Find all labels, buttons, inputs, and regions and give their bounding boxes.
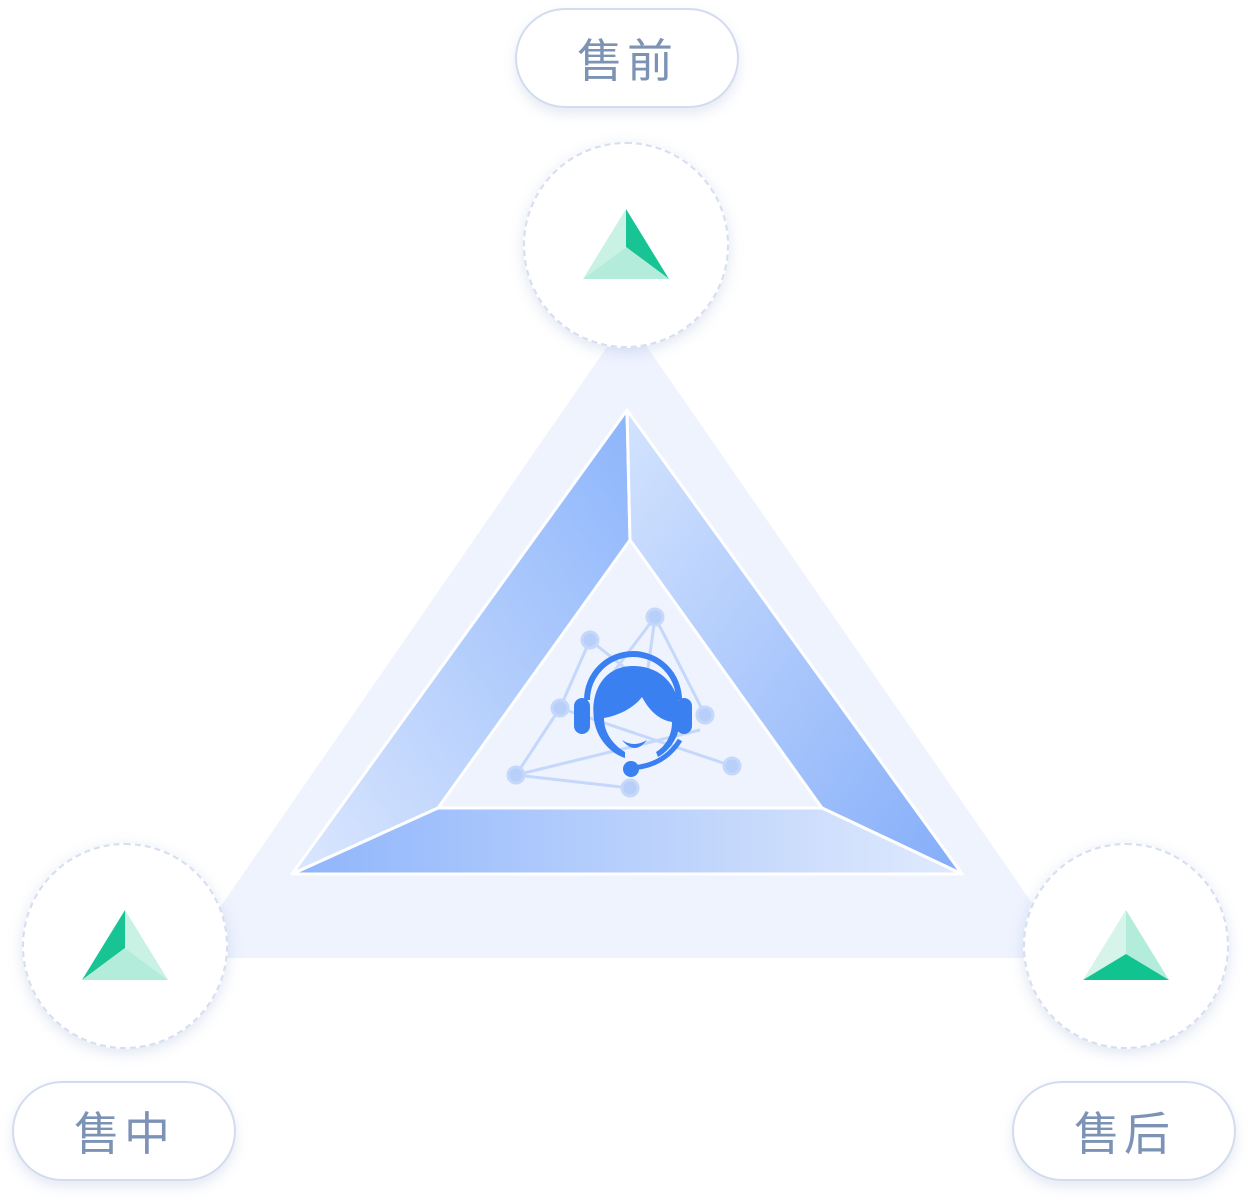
stage-label-text: 售中: [74, 1107, 174, 1161]
stage-node-in-sale: [22, 843, 228, 1049]
inner-bevel-triangle: [290, 408, 964, 876]
stage-node-pre-sale: [523, 142, 729, 348]
stage-node-after-sale: [1023, 843, 1229, 1049]
pyramid-icon: [583, 209, 669, 279]
pyramid-icon: [1083, 910, 1169, 980]
stage-label-text: 售前: [577, 34, 677, 88]
stage-label-text: 售后: [1074, 1107, 1174, 1161]
stage-label-after-sale: 售后: [1012, 1081, 1236, 1181]
stage-label-pre-sale: 售前: [515, 8, 739, 108]
stage-label-in-sale: 售中: [12, 1081, 236, 1181]
pyramid-icon: [82, 910, 168, 980]
customer-service-agent-icon: [574, 651, 692, 777]
